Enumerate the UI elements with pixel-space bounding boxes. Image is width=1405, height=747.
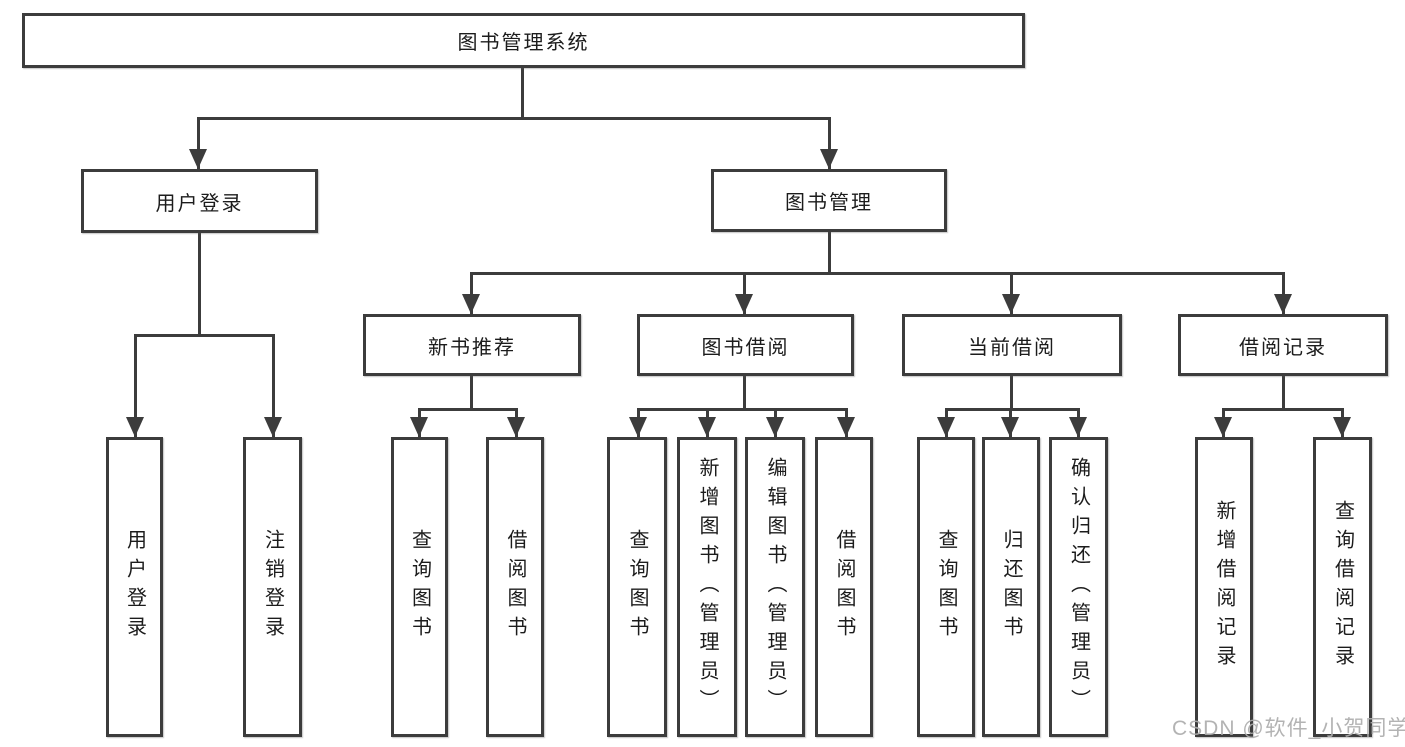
- node-label: 查询借阅记录: [1331, 500, 1354, 674]
- connector-line-v: [743, 376, 746, 410]
- node-label: 查询图书: [408, 529, 431, 645]
- node-new-book-recommendation: 新书推荐: [363, 314, 581, 376]
- node-query-borrow-record: 查询借阅记录: [1313, 437, 1372, 737]
- arrow-down-icon: [698, 417, 716, 437]
- node-add-borrow-record: 新增借阅记录: [1195, 437, 1253, 737]
- node-edit-books-admin: 编辑图书（管理员）: [745, 437, 805, 737]
- arrow-down-icon: [937, 417, 955, 437]
- connector-line-v: [828, 232, 831, 274]
- connector-line-h: [197, 117, 831, 120]
- node-label: 借阅图书: [504, 529, 526, 645]
- connector-line-v: [198, 233, 201, 337]
- node-query-books-recommend: 查询图书: [391, 437, 448, 737]
- node-label: 用户登录: [155, 192, 244, 215]
- arrow-down-icon: [1002, 294, 1020, 314]
- connector-line-v: [521, 68, 524, 118]
- connector-line-h: [418, 408, 518, 411]
- node-user-login: 用户登录: [106, 437, 163, 737]
- connector-line-v: [1282, 376, 1285, 410]
- node-label: 用户登录: [123, 529, 146, 645]
- arrow-down-icon: [1214, 417, 1232, 437]
- csdn-watermark: CSDN @软件_小贺同学: [1172, 717, 1405, 740]
- arrow-down-icon: [1001, 417, 1019, 437]
- node-label: 注销登录: [261, 529, 284, 645]
- arrow-down-icon: [820, 149, 838, 169]
- connector-line-h: [134, 334, 275, 337]
- connector-line-v: [470, 272, 473, 314]
- node-query-books-current: 查询图书: [917, 437, 975, 737]
- node-current-borrowing: 当前借阅: [902, 314, 1122, 376]
- connector-line-v: [828, 117, 831, 169]
- node-user-login-group: 用户登录: [81, 169, 318, 233]
- arrow-down-icon: [189, 149, 207, 169]
- connector-line-h: [637, 408, 848, 411]
- arrow-down-icon: [837, 417, 855, 437]
- connector-line-v: [1010, 376, 1013, 410]
- node-library-system: 图书管理系统: [22, 13, 1025, 68]
- node-label: 新增图书（管理员）: [696, 456, 718, 718]
- node-label: 查询图书: [935, 529, 957, 645]
- arrow-down-icon: [410, 417, 428, 437]
- connector-line-v: [1010, 272, 1013, 314]
- connector-line-v: [1282, 272, 1285, 314]
- node-label: 借阅记录: [1239, 336, 1327, 359]
- arrow-down-icon: [1069, 417, 1087, 437]
- node-label: 查询图书: [626, 529, 648, 645]
- arrow-down-icon: [1333, 417, 1351, 437]
- node-label: 图书管理系统: [457, 32, 590, 54]
- connector-line-h: [470, 272, 1285, 275]
- node-return-books: 归还图书: [982, 437, 1040, 737]
- node-borrowing-records: 借阅记录: [1178, 314, 1388, 376]
- connector-line-h: [1222, 408, 1344, 411]
- node-borrow-books-borrowing: 借阅图书: [815, 437, 873, 737]
- node-logout: 注销登录: [243, 437, 302, 737]
- node-label: 新增借阅记录: [1213, 500, 1235, 674]
- node-label: 新书推荐: [428, 336, 516, 359]
- node-label: 编辑图书（管理员）: [764, 456, 786, 718]
- arrow-down-icon: [507, 417, 525, 437]
- node-add-books-admin: 新增图书（管理员）: [677, 437, 737, 737]
- arrow-down-icon: [735, 294, 753, 314]
- node-book-borrowing: 图书借阅: [637, 314, 854, 376]
- arrow-down-icon: [1274, 294, 1292, 314]
- arrow-down-icon: [462, 294, 480, 314]
- node-label: 图书借阅: [701, 336, 790, 359]
- node-label: 确认归还（管理员）: [1067, 456, 1090, 718]
- node-confirm-return-admin: 确认归还（管理员）: [1049, 437, 1108, 737]
- connector-line-v: [134, 334, 137, 437]
- connector-line-h: [945, 408, 1080, 411]
- arrow-down-icon: [126, 417, 144, 437]
- node-label: 图书管理: [785, 192, 873, 214]
- node-book-management: 图书管理: [711, 169, 947, 232]
- connector-line-v: [743, 272, 746, 314]
- arrow-down-icon: [766, 417, 784, 437]
- connector-line-v: [272, 334, 275, 437]
- connector-line-v: [197, 117, 200, 169]
- connector-line-v: [470, 376, 473, 410]
- node-label: 归还图书: [1000, 529, 1022, 645]
- node-borrow-books-recommend: 借阅图书: [486, 437, 544, 737]
- node-label: 当前借阅: [968, 336, 1056, 359]
- arrow-down-icon: [264, 417, 282, 437]
- arrow-down-icon: [629, 417, 647, 437]
- node-label: 借阅图书: [833, 529, 855, 645]
- node-query-books-borrowing: 查询图书: [607, 437, 667, 737]
